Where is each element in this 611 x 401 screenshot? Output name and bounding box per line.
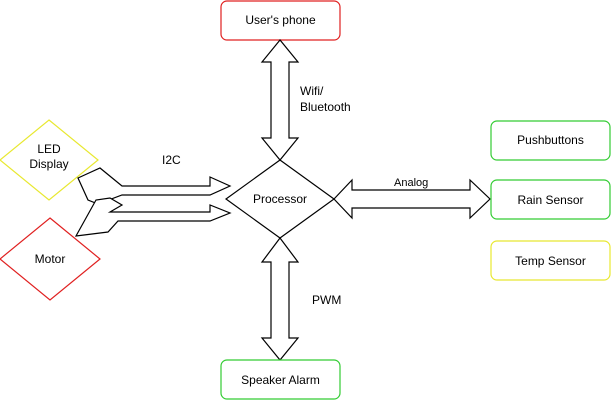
led-display-node: LED Display <box>0 119 99 201</box>
motor-node: Motor <box>0 217 101 301</box>
users-phone-node: User's phone <box>220 0 341 41</box>
processor-label: Processor <box>253 192 307 206</box>
wifi-bluetooth-arrow <box>260 39 300 161</box>
temp-sensor-node: Temp Sensor <box>490 240 611 281</box>
i2c-label: I2C <box>162 153 181 167</box>
pwm-arrow <box>260 237 300 361</box>
processor-node: Processor <box>224 159 336 239</box>
pwm-label: PWM <box>312 293 341 307</box>
speaker-alarm-node: Speaker Alarm <box>220 359 341 400</box>
pushbuttons-label: Pushbuttons <box>517 133 584 147</box>
i2c-arrow-upper <box>77 167 232 205</box>
analog-label: Analog <box>394 177 428 189</box>
wifi-label-line2: Bluetooth <box>300 100 351 114</box>
led-display-label-line2: Display <box>29 157 68 171</box>
motor-label: Motor <box>35 252 66 266</box>
pushbuttons-node: Pushbuttons <box>490 120 611 161</box>
temp-sensor-label: Temp Sensor <box>515 254 586 268</box>
led-display-label-line1: LED <box>37 142 61 156</box>
i2c-arrow-lower <box>74 197 232 237</box>
rain-sensor-label: Rain Sensor <box>517 193 583 207</box>
users-phone-label: User's phone <box>245 13 316 27</box>
analog-arrow <box>333 178 491 220</box>
rain-sensor-node: Rain Sensor <box>490 179 611 220</box>
wifi-label-line1: Wifi/ <box>300 84 324 98</box>
speaker-alarm-label: Speaker Alarm <box>241 373 320 387</box>
